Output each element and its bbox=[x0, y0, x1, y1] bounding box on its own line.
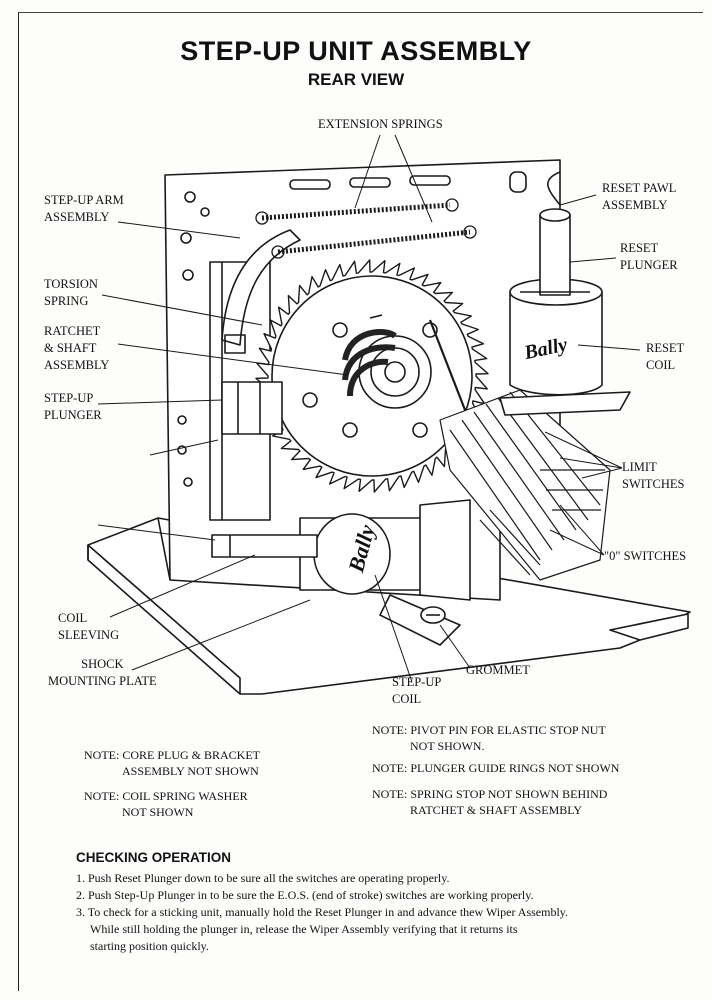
page-border bbox=[18, 12, 703, 991]
diagram-subtitle: REAR VIEW bbox=[307, 70, 405, 89]
note-guide-rings: NOTE: PLUNGER GUIDE RINGS NOT SHOWN bbox=[372, 761, 620, 775]
reset-coil-assembly bbox=[499, 171, 631, 416]
step-up-coil-assembly bbox=[211, 499, 471, 601]
ratchet-shaft-assembly bbox=[342, 329, 432, 409]
checking-step-3-cont-1: While still holding the plunger in, rele… bbox=[90, 922, 518, 936]
checking-step-3: 3. To check for a sticking unit, manuall… bbox=[76, 905, 569, 919]
checking-step-3-cont-2: starting position quickly. bbox=[90, 939, 209, 953]
label-zero-switches: "0" SWITCHES bbox=[604, 549, 687, 563]
limit-switch-stack bbox=[439, 389, 611, 581]
checking-step-2: 2. Push Step-Up Plunger in to be sure th… bbox=[76, 888, 534, 902]
diagram-title: STEP-UP UNIT ASSEMBLY bbox=[180, 36, 532, 66]
checking-steps: 1. Push Reset Plunger down to be sure al… bbox=[76, 870, 676, 955]
label-grommet: GROMMET bbox=[466, 663, 530, 677]
label-extension-springs: EXTENSION SPRINGS bbox=[318, 117, 443, 131]
extension-springs bbox=[255, 198, 477, 259]
checking-step-1: 1. Push Reset Plunger down to be sure al… bbox=[76, 871, 450, 885]
grommet bbox=[379, 594, 461, 646]
checking-heading: CHECKING OPERATION bbox=[76, 850, 232, 865]
step-up-plunger-block bbox=[221, 381, 283, 435]
leader-lines bbox=[97, 134, 641, 683]
